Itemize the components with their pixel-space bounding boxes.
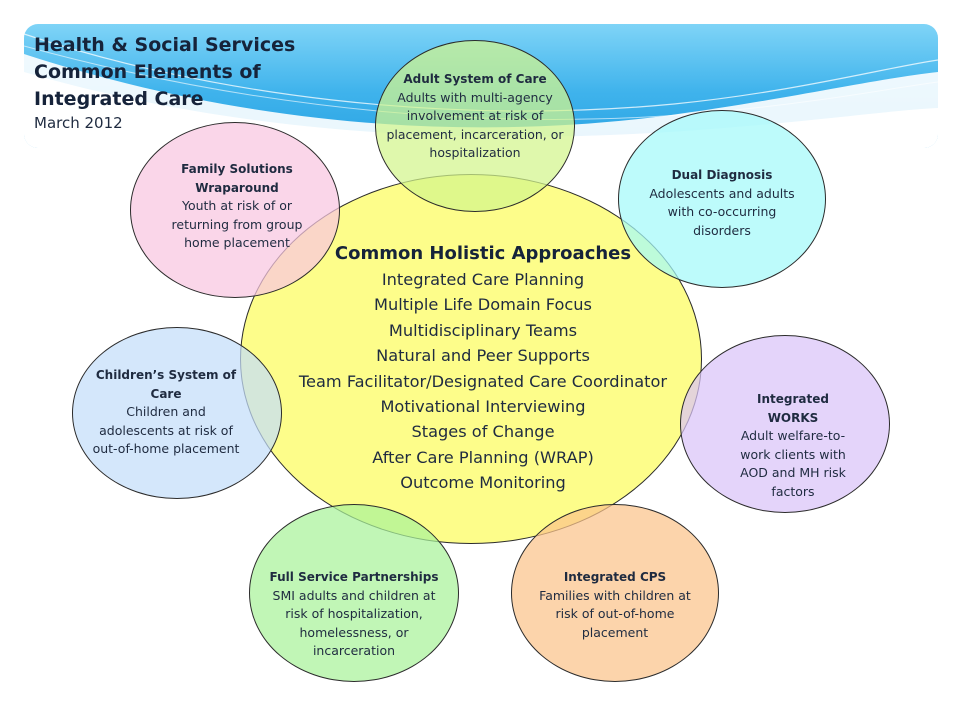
approach-item: Team Facilitator/Designated Care Coordin… <box>298 371 668 391</box>
oval-description: SMI adults and children at risk of hospi… <box>272 587 436 659</box>
oval-title: Integrated CPS <box>563 570 667 584</box>
oval-title: Adult System of Care <box>403 72 547 86</box>
page-title-line-2: Common Elements of <box>34 61 261 83</box>
oval-description: Youth at risk of or returning from group… <box>171 198 303 250</box>
approach-item: Motivational Interviewing <box>380 397 586 417</box>
center-approaches: Common Holistic Approaches Integrated Ca… <box>268 240 698 496</box>
title-block: Health & Social Services Common Elements… <box>34 32 334 133</box>
oval-title: Dual Diagnosis <box>671 168 773 182</box>
approach-item: Multiple Life Domain Focus <box>374 295 592 315</box>
oval-description: Families with children at risk of out-of… <box>539 587 691 640</box>
oval-title: Integrated WORKS <box>757 392 829 425</box>
oval-description: Adults with multi-agency involvement at … <box>386 89 564 161</box>
page-title-line-3: Integrated Care <box>34 88 204 110</box>
oval-family-solutions-wraparound <box>130 122 340 298</box>
oval-dual-diagnosis <box>618 110 826 288</box>
oval-childrens-system-of-care <box>72 327 282 499</box>
oval-title: Children’s System of Care <box>95 368 237 401</box>
oval-title: Family Solutions Wraparound <box>181 162 293 195</box>
approach-item: Natural and Peer Supports <box>376 346 590 366</box>
oval-description: Adolescents and adults with co-occurring… <box>649 185 795 238</box>
label-adult-system-of-care: Adult System of Care Adults with multi-a… <box>380 70 570 163</box>
label-dual-diagnosis: Dual Diagnosis Adolescents and adults wi… <box>640 166 804 240</box>
label-integrated-cps: Integrated CPS Families with children at… <box>537 568 693 642</box>
approach-item: Outcome Monitoring <box>400 473 566 493</box>
oval-integrated-cps <box>511 504 719 682</box>
label-full-service-partnerships: Full Service Partnerships SMI adults and… <box>262 568 446 661</box>
label-childrens-system-of-care: Children’s System of Care Children and a… <box>88 366 244 459</box>
oval-adult-system-of-care <box>375 40 575 212</box>
label-integrated-works: Integrated WORKS Adult welfare-to-work c… <box>733 390 853 501</box>
approach-item: Multidisciplinary Teams <box>388 320 578 340</box>
oval-full-service-partnerships <box>249 504 459 682</box>
label-family-solutions-wraparound: Family Solutions Wraparound Youth at ris… <box>160 160 314 253</box>
page-title-line-1: Health & Social Services <box>34 34 296 56</box>
oval-title: Full Service Partnerships <box>269 570 439 584</box>
approach-item: After Care Planning (WRAP) <box>372 447 594 467</box>
oval-description: Children and adolescents at risk of out-… <box>92 404 240 456</box>
approach-item: Stages of Change <box>411 422 555 442</box>
oval-integrated-works <box>680 335 890 513</box>
page-date: March 2012 <box>34 114 123 132</box>
oval-description: Adult welfare-to-work clients with AOD a… <box>740 428 846 499</box>
center-title: Common Holistic Approaches <box>334 243 632 264</box>
approach-item: Integrated Care Planning <box>381 270 585 289</box>
